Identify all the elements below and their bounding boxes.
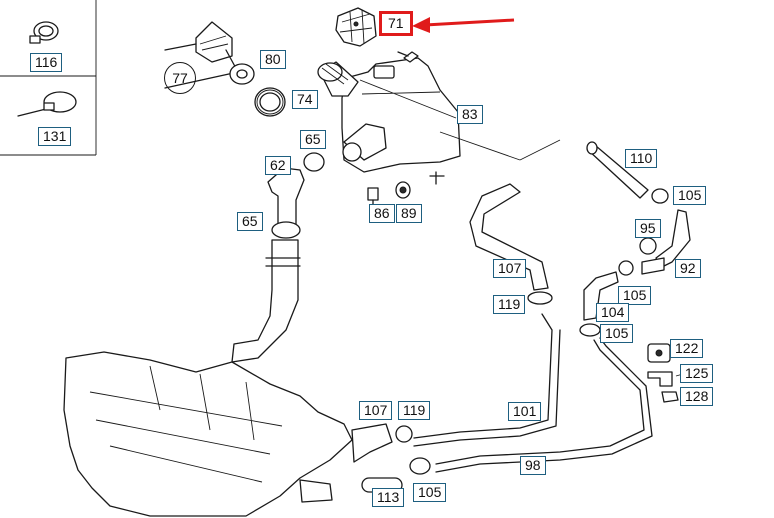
hose-62 [267,152,325,239]
callout-131: 131 [38,127,72,146]
callout-105-lower: 105 [600,324,634,343]
highlight-arrow [412,17,515,33]
callout-104: 104 [596,303,630,322]
callout-128: 128 [680,387,714,406]
callout-125: 125 [680,364,714,383]
washer-89 [395,181,411,199]
callout-65-upper: 65 [300,130,326,149]
callout-98: 98 [520,456,546,475]
callout-77: 77 [164,62,196,94]
callout-119-lower: 119 [398,401,431,420]
callout-80: 80 [260,50,286,69]
callout-107-lower: 107 [359,401,393,420]
callout-71: 71 [379,11,413,36]
callout-105-top: 105 [673,186,707,205]
callout-74: 74 [292,90,318,109]
callout-105-mid: 105 [618,286,652,305]
seal-ring-74 [254,87,286,117]
callout-101: 101 [508,402,542,421]
callout-65-lower: 65 [237,212,263,231]
fuel-tank [63,351,393,517]
callout-83: 83 [457,105,483,124]
callout-119-upper: 119 [493,295,526,314]
callout-62: 62 [265,156,291,175]
filler-cap-71 [335,7,377,47]
expansion-tank-83 [317,51,461,185]
cable-tie-131 [17,91,77,117]
inset-box [0,0,97,156]
callout-95: 95 [635,219,661,238]
callout-107-upper: 107 [493,259,527,278]
callout-122: 122 [670,339,704,358]
callout-105-bottom: 105 [413,483,447,502]
grommet-boot [164,21,239,89]
filler-pipe [231,239,301,363]
hose-107 [469,183,549,291]
callout-116: 116 [30,53,63,72]
hose-110 [586,141,649,199]
washer-80 [229,63,255,85]
callout-113: 113 [372,488,405,507]
hose-clamp-116 [29,21,59,44]
callout-86: 86 [369,204,395,223]
callout-89: 89 [396,204,422,223]
callout-110: 110 [625,149,658,168]
callout-92: 92 [675,259,701,278]
